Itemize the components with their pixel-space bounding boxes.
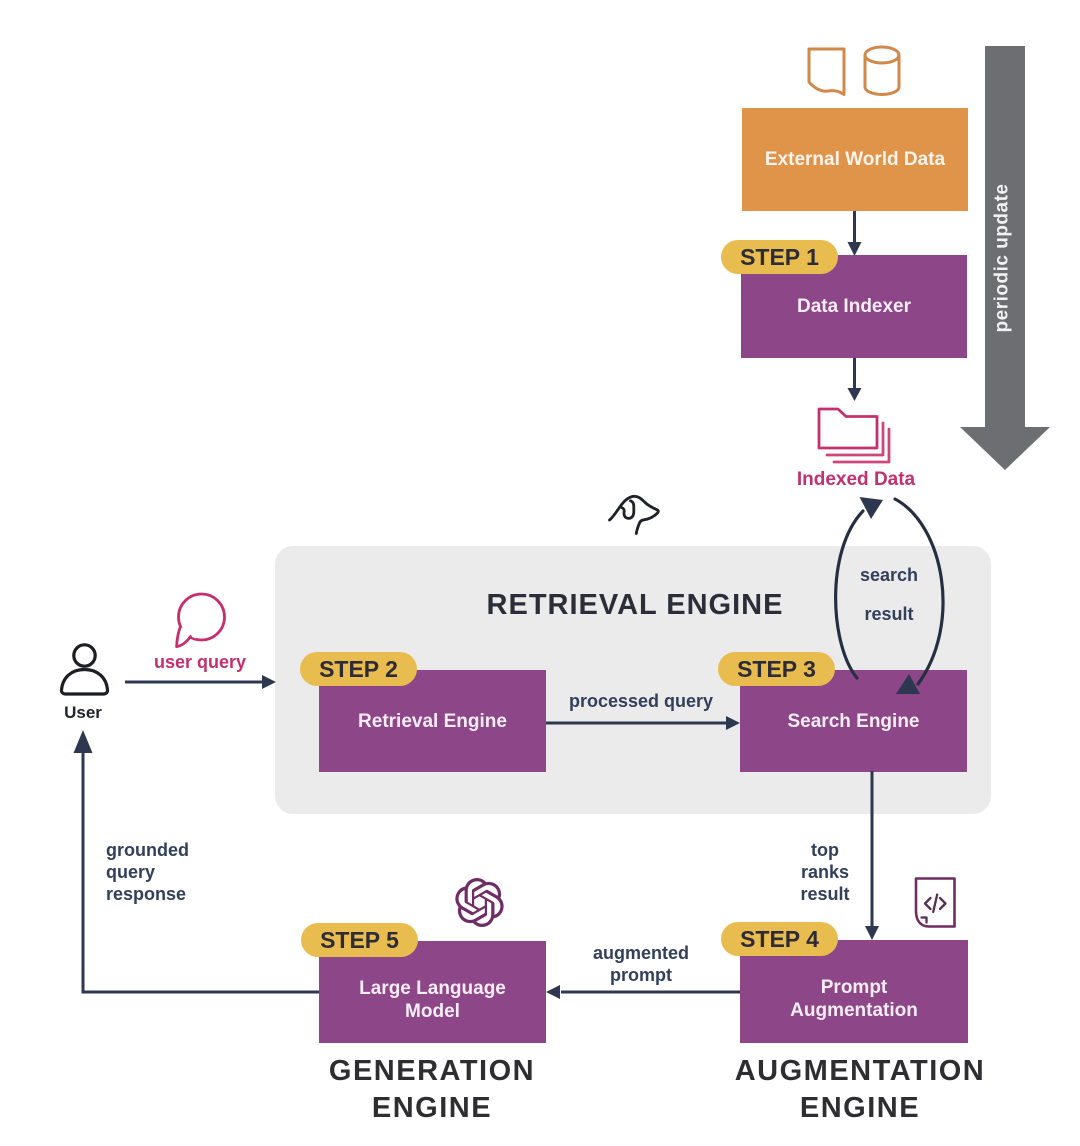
svg-text:periodic update: periodic update (992, 184, 1013, 333)
